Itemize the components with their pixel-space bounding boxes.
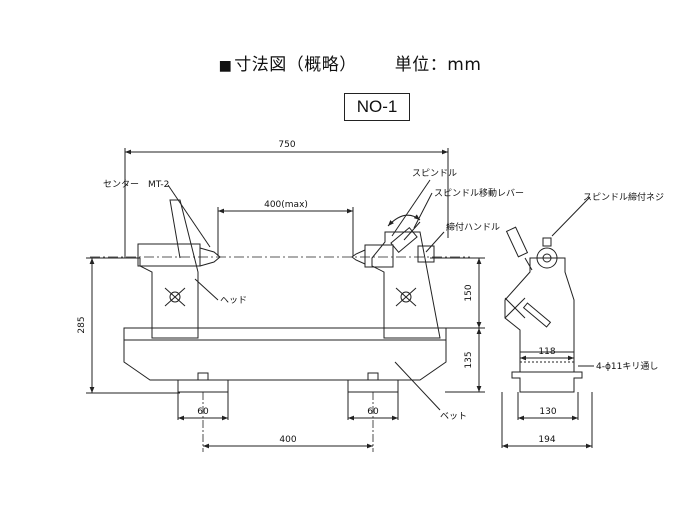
dim-130-label: 130	[539, 407, 556, 417]
leader-clamp	[425, 231, 445, 253]
unit-text: 単位：mm	[394, 55, 482, 75]
head-spindle	[137, 243, 201, 267]
side-body	[504, 257, 575, 373]
left-foot	[177, 372, 229, 393]
side-base	[511, 371, 583, 393]
head-body	[139, 199, 199, 339]
dim-150-label: 150	[464, 284, 474, 301]
dim-750-label: 750	[278, 140, 295, 150]
head-center-point	[199, 247, 221, 267]
tailstock-point	[351, 249, 366, 265]
leader-center	[167, 184, 211, 248]
spindle-lever	[390, 226, 418, 254]
side-handle	[505, 226, 529, 258]
dim-135-label: 135	[464, 351, 474, 368]
label-center: センター MT-2	[103, 179, 169, 190]
label-bed: ベット	[440, 412, 467, 422]
side-clamp-bar	[522, 302, 552, 328]
leader-head	[194, 278, 219, 301]
bed-body	[123, 339, 447, 381]
tail-clamp-knob	[400, 291, 412, 303]
tailstock-body	[371, 231, 441, 339]
lever-motion-arrow	[387, 214, 421, 227]
dim-194-label: 194	[538, 435, 555, 445]
label-head: ヘッド	[220, 296, 247, 306]
right-foot	[347, 372, 399, 393]
drawing-title: ■寸法図（概略） 単位：mm	[0, 50, 700, 75]
label-clamp-handle: 締付ハンドル	[446, 221, 500, 233]
side-handle-link	[524, 257, 533, 271]
title-bullet: ■	[218, 58, 233, 74]
dim-foot-r-label: 60	[367, 407, 379, 417]
side-spindle-core	[542, 253, 552, 263]
leader-spindle	[391, 179, 431, 237]
spindle-lever-arm	[403, 221, 421, 241]
spindle-screw	[542, 237, 552, 247]
dim-285-label: 285	[77, 316, 87, 333]
leader-bed	[394, 361, 441, 411]
tailstock-spindle	[364, 244, 394, 268]
dim-max-label: 400(max)	[264, 200, 308, 210]
tail-clamp-bar-b	[395, 287, 417, 307]
label-spindle-screw: スピンドル締付ネジ	[583, 191, 664, 203]
leader-spindle-screw	[551, 196, 591, 237]
clamp-handle-box	[417, 245, 435, 263]
leader-lever	[413, 192, 433, 229]
dim-foot-l-label: 60	[197, 407, 209, 417]
label-spindle: スピンドル	[412, 168, 457, 179]
head-clamp-bar-b	[164, 287, 186, 307]
title-text: 寸法図（概略）	[234, 55, 357, 75]
side-spindle-circle	[536, 247, 558, 269]
dim-118-label: 118	[538, 347, 555, 357]
model-number-box: NO-1	[344, 93, 410, 121]
side-clamp-cross-b	[504, 297, 526, 319]
model-number: NO-1	[356, 97, 398, 116]
label-spindle-lever: スピンドル移動レバー	[434, 187, 524, 199]
label-holes: 4-ϕ11キリ通し	[596, 361, 658, 372]
dim-400-label: 400	[279, 435, 296, 445]
head-clamp-knob	[169, 291, 181, 303]
